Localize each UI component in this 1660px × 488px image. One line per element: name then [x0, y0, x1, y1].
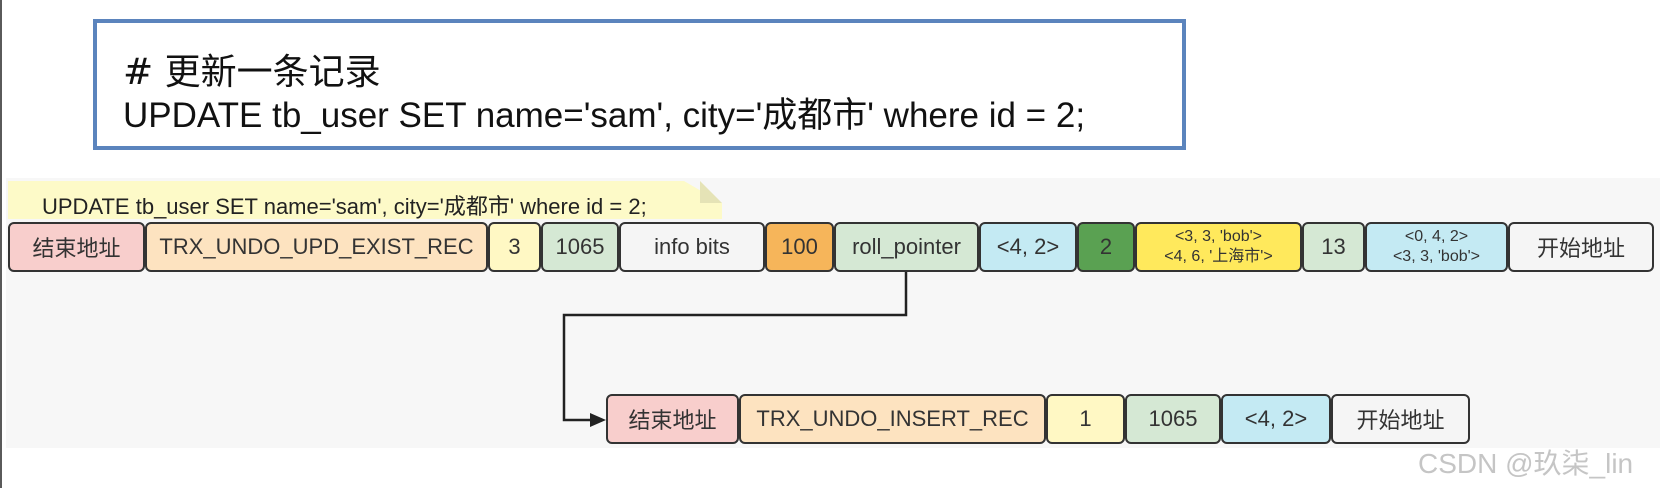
update-record-cell-index-cols: <0, 4, 2> <3, 3, 'bob'> [1365, 222, 1508, 272]
left-edge-rule [0, 0, 2, 488]
cell-text: 1065 [1148, 406, 1198, 431]
cell-text: 13 [1321, 234, 1346, 259]
update-record-cell-table-id: 1065 [541, 222, 619, 272]
update-record-cell-index-len: 13 [1302, 222, 1365, 272]
insert-record-cell-undo-no: 1 [1046, 394, 1125, 444]
update-record-cell-end-address: 结束地址 [8, 222, 145, 272]
update-record-cell-roll-pointer: roll_pointer [834, 222, 979, 272]
update-record-cell-info-bits: info bits [619, 222, 765, 272]
cell-text: roll_pointer [852, 234, 961, 259]
update-record-cell-type: TRX_UNDO_UPD_EXIST_REC [145, 222, 488, 272]
update-record-cell-primary-key: <4, 2> [979, 222, 1077, 272]
cell-text: info bits [654, 234, 730, 259]
cell-text: 2 [1099, 234, 1113, 259]
insert-record-cell-primary-key: <4, 2> [1221, 394, 1331, 444]
insert-record-cell-type: TRX_UNDO_INSERT_REC [739, 394, 1046, 444]
cell-text: 开始地址 [1356, 408, 1445, 433]
update-record-cell-old-values: <3, 3, 'bob'> <4, 6, '上海市'> [1135, 222, 1302, 272]
cell-text: 100 [781, 234, 818, 259]
cell-text-line-1: <3, 3, 'bob'> [1174, 228, 1263, 245]
cell-text: 结束地址 [628, 408, 717, 433]
cell-text-line-1: <0, 4, 2> [1404, 228, 1469, 245]
cell-text: 1 [1079, 406, 1092, 431]
update-record-cell-start-address: 开始地址 [1508, 222, 1654, 272]
cell-text-line-2: <3, 3, 'bob'> [1392, 248, 1481, 265]
update-record-cell-trx-id: 100 [765, 222, 834, 272]
cell-text: 结束地址 [32, 236, 121, 261]
cell-text-line-2: <4, 6, '上海市'> [1164, 248, 1273, 265]
insert-record-cell-table-id: 1065 [1125, 394, 1221, 444]
cell-text: TRX_UNDO_INSERT_REC [756, 406, 1029, 431]
cell-text: 3 [508, 234, 521, 259]
update-record-cell-undo-no: 3 [488, 222, 541, 272]
cell-text: <4, 2> [1244, 406, 1308, 431]
insert-record-cell-end-address: 结束地址 [606, 394, 739, 444]
cell-text: <4, 2> [996, 234, 1060, 259]
sql-comment: # 更新一条记录 [123, 52, 381, 93]
sql-note [8, 181, 722, 219]
watermark: CSDN @玖柒_lin [1418, 448, 1634, 479]
insert-record-cell-start-address: 开始地址 [1331, 394, 1470, 444]
cell-text: TRX_UNDO_UPD_EXIST_REC [159, 234, 474, 259]
update-record-cell-n-updated: 2 [1077, 222, 1135, 272]
cell-text: 1065 [555, 234, 605, 259]
sql-note-text: UPDATE tb_user SET name='sam', city='成都市… [42, 194, 647, 219]
sql-code-box: # 更新一条记录 UPDATE tb_user SET name='sam', … [93, 19, 1186, 150]
sql-statement: UPDATE tb_user SET name='sam', city='成都市… [123, 96, 1086, 135]
cell-text: 开始地址 [1536, 236, 1625, 261]
